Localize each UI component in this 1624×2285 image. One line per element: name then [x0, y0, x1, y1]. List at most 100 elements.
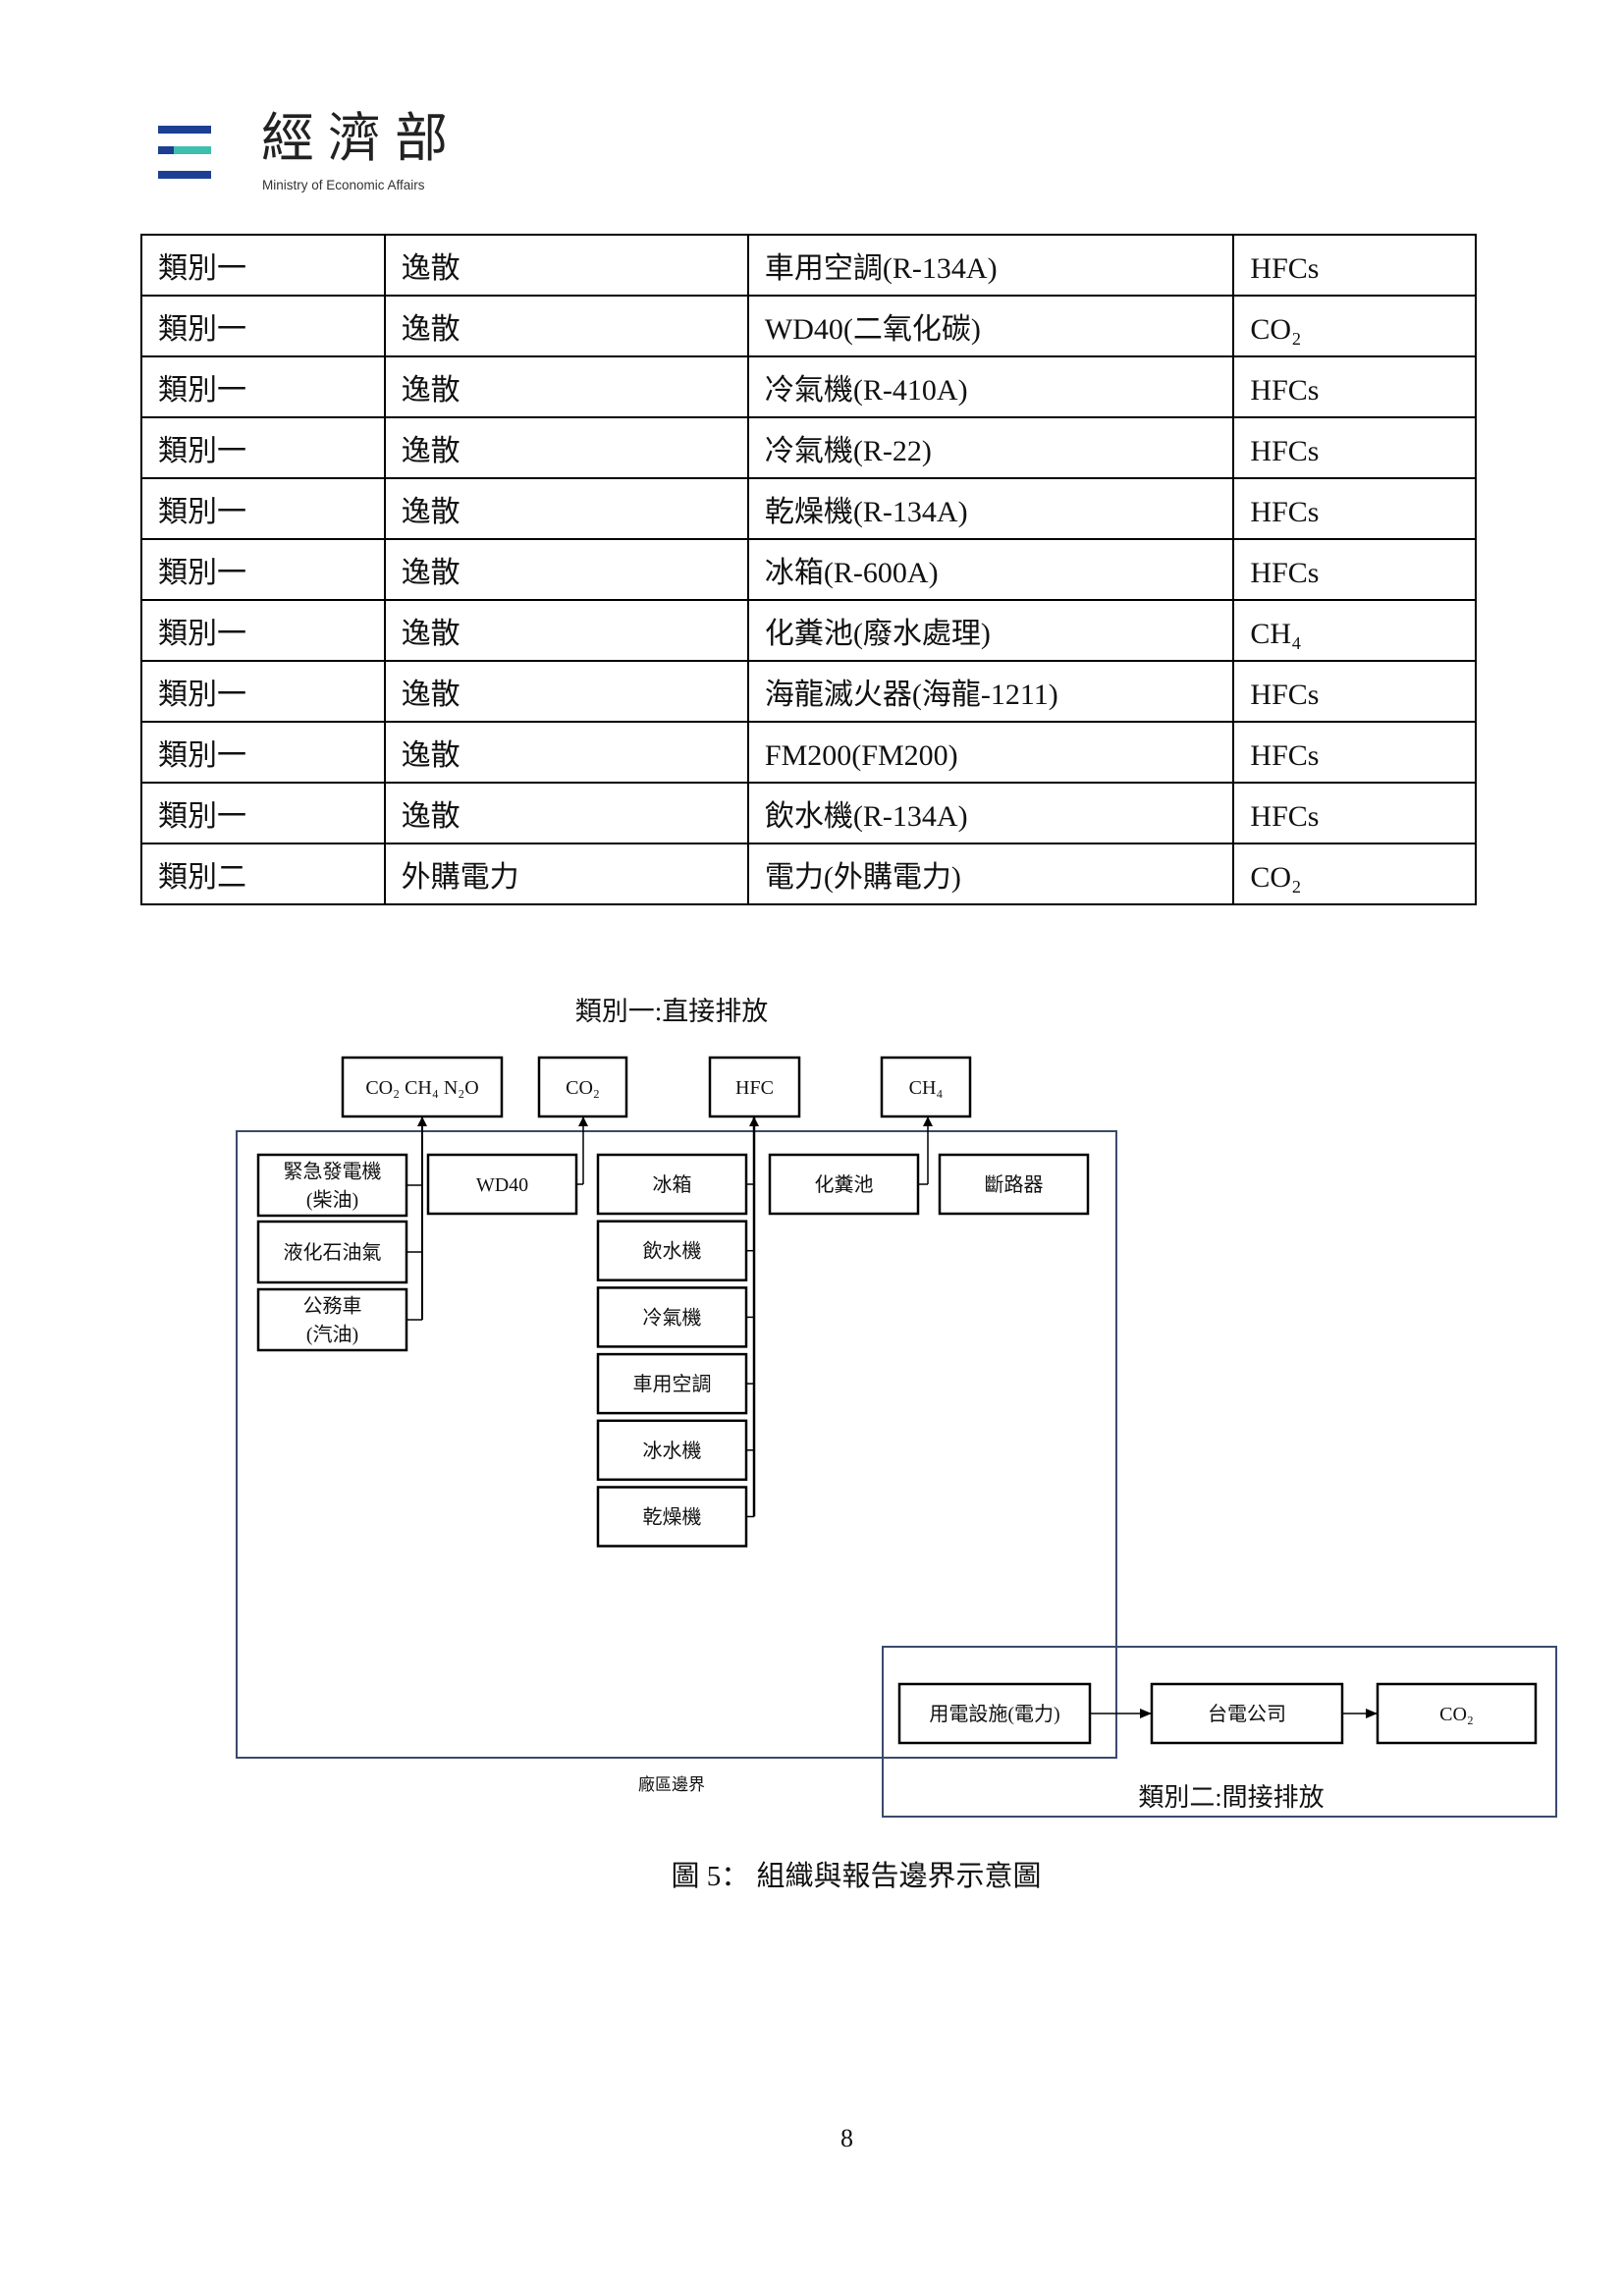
gas-box-label: CO₂ — [566, 1077, 600, 1099]
table-cell: 逸散 — [383, 599, 749, 662]
source-box — [256, 1287, 408, 1352]
arrow-icon — [923, 1116, 933, 1126]
table-cell: 逸散 — [383, 721, 749, 784]
table-row: 類別一逸散飲水機(R-134A)HFCs — [140, 782, 1477, 844]
table-cell: HFCs — [1232, 355, 1477, 418]
arrow-icon — [1140, 1709, 1152, 1718]
source-box-label: 飲水機 — [643, 1240, 702, 1263]
table-row: 類別一逸散海龍滅火器(海龍-1211)HFCs — [140, 660, 1477, 723]
arrow-icon — [1366, 1709, 1378, 1718]
source-box-label: 公務車 — [303, 1295, 362, 1318]
table-row: 類別一逸散乾燥機(R-134A)HFCs — [140, 477, 1477, 540]
table-cell: 逸散 — [383, 355, 749, 418]
table-cell: 逸散 — [383, 782, 749, 844]
arrow-icon — [578, 1116, 588, 1126]
table-cell: HFCs — [1232, 660, 1477, 723]
table-cell: 類別二 — [140, 843, 386, 905]
table-cell: 類別一 — [140, 538, 386, 601]
source-box-label: WD40 — [476, 1174, 528, 1196]
table-cell: 類別一 — [140, 416, 386, 479]
table-row: 類別一逸散冷氣機(R-22)HFCs — [140, 416, 1477, 479]
table-cell: 類別一 — [140, 782, 386, 844]
table-cell: 類別一 — [140, 477, 386, 540]
table-cell: 冷氣機(R-410A) — [746, 355, 1235, 418]
table-cell: 海龍滅火器(海龍-1211) — [746, 660, 1235, 723]
gas-box-label: CO₂ CH₄ N₂O — [365, 1077, 478, 1099]
table-cell: HFCs — [1232, 721, 1477, 784]
source-box-label: 車用空調 — [633, 1373, 712, 1395]
table-cell: WD40(二氧化碳) — [746, 295, 1235, 357]
category2-boundary — [882, 1646, 1557, 1818]
logo-title: 經濟部 — [261, 107, 461, 169]
category2-title: 類別二:間接排放 — [1138, 1783, 1324, 1812]
co2-box-label: CO₂ — [1439, 1704, 1474, 1725]
table-cell: 逸散 — [383, 234, 749, 297]
electricity-box-label: 用電設施(電力) — [929, 1703, 1059, 1725]
source-box — [768, 1153, 920, 1216]
table-row: 類別二外購電力電力(外購電力)CO₂ — [140, 843, 1477, 905]
gas-box — [880, 1056, 972, 1118]
logo-bar — [158, 171, 211, 179]
table-cell: 飲水機(R-134A) — [746, 782, 1235, 844]
source-box-label: 液化石油氣 — [284, 1241, 382, 1264]
table-row: 類別一逸散冷氣機(R-410A)HFCs — [140, 355, 1477, 418]
table-cell: 車用空調(R-134A) — [746, 234, 1235, 297]
logo-bar — [158, 146, 211, 154]
table-cell: FM200(FM200) — [746, 721, 1235, 784]
gas-box-label: HFC — [735, 1077, 774, 1099]
table-cell: 外購電力 — [383, 843, 749, 905]
category1-title: 類別一:直接排放 — [575, 997, 769, 1026]
source-box — [256, 1153, 408, 1218]
table-cell: 逸散 — [383, 660, 749, 723]
source-box — [596, 1486, 748, 1548]
gas-box — [708, 1056, 801, 1118]
table-cell: 逸散 — [383, 477, 749, 540]
table-cell: 類別一 — [140, 660, 386, 723]
table-cell: 類別一 — [140, 295, 386, 357]
source-box — [596, 1220, 748, 1281]
source-box-label: 乾燥機 — [643, 1506, 702, 1529]
logo-bar — [158, 126, 211, 134]
table-cell: 電力(外購電力) — [746, 843, 1235, 905]
utility-box-label: 台電公司 — [1208, 1703, 1286, 1725]
arrow-icon — [417, 1116, 427, 1126]
source-box-label: (汽油) — [306, 1324, 358, 1346]
electricity-box — [897, 1682, 1092, 1745]
source-box-label: 冷氣機 — [643, 1306, 702, 1329]
source-box-label: 斷路器 — [985, 1173, 1044, 1196]
arrow-icon — [749, 1116, 759, 1126]
table-cell: HFCs — [1232, 416, 1477, 479]
table-cell: HFCs — [1232, 477, 1477, 540]
table-row: 類別一逸散化糞池(廢水處理)CH₄ — [140, 599, 1477, 662]
table-cell: 逸散 — [383, 295, 749, 357]
table-cell: CH₄ — [1232, 599, 1477, 662]
logo-subtitle: Ministry of Economic Affairs — [262, 178, 425, 192]
co2-box — [1376, 1682, 1538, 1745]
table-cell: 逸散 — [383, 538, 749, 601]
plant-boundary-label: 廠區邊界 — [638, 1774, 705, 1794]
source-box — [596, 1352, 748, 1415]
gas-box — [341, 1056, 504, 1118]
plant-boundary — [236, 1130, 1117, 1759]
table-cell: 化糞池(廢水處理) — [746, 599, 1235, 662]
table-row: 類別一逸散車用空調(R-134A)HFCs — [140, 234, 1477, 297]
source-box-label: 冰箱 — [653, 1173, 692, 1196]
source-box — [596, 1153, 748, 1216]
gas-box — [537, 1056, 628, 1118]
source-box-label: 化糞池 — [815, 1173, 874, 1196]
figure-caption: 圖 5： 組織與報告邊界示意圖 — [671, 1860, 1041, 1892]
table-row: 類別一逸散冰箱(R-600A)HFCs — [140, 538, 1477, 601]
table-cell: 冰箱(R-600A) — [746, 538, 1235, 601]
table-cell: 類別一 — [140, 599, 386, 662]
source-box — [426, 1153, 578, 1216]
table-cell: CO₂ — [1232, 843, 1477, 905]
table-cell: 冷氣機(R-22) — [746, 416, 1235, 479]
table-cell: 逸散 — [383, 416, 749, 479]
source-box — [596, 1286, 748, 1348]
table-cell: CO₂ — [1232, 295, 1477, 357]
table-cell: HFCs — [1232, 234, 1477, 297]
table-cell: 乾燥機(R-134A) — [746, 477, 1235, 540]
